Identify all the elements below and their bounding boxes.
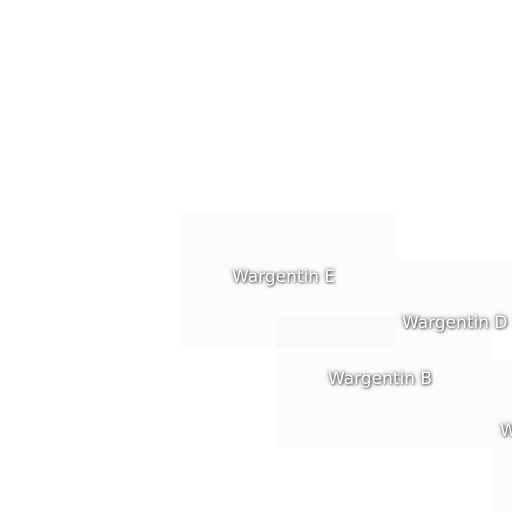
map-label-wargentin-d[interactable]: Wargentin D bbox=[402, 313, 508, 333]
map-label-wargentin-e[interactable]: Wargentin E bbox=[232, 267, 336, 287]
map-label-wargentin-b[interactable]: Wargentin B bbox=[328, 369, 433, 389]
map-label-partial[interactable]: W bbox=[500, 421, 512, 441]
